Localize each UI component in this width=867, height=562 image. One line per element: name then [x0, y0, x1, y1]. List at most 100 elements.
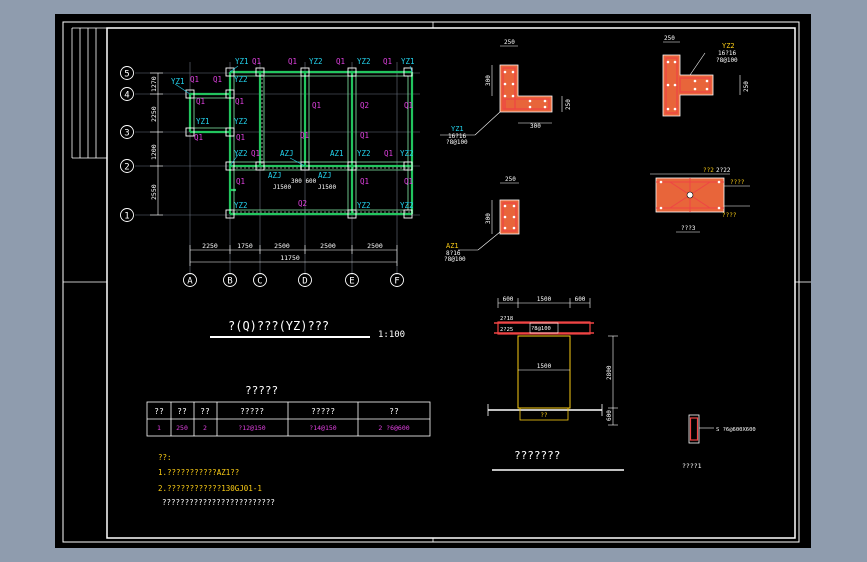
tag-q1-g: Q1: [196, 97, 205, 106]
tag-q1-o: Q1: [251, 149, 260, 158]
doorway-height: 2800: [606, 365, 613, 380]
doorway-lintel-stirrup: ?8@100: [531, 326, 551, 332]
yz1-tag: YZ1: [451, 125, 464, 133]
table-header-1: ??: [177, 407, 187, 416]
tag-azj: AZJ: [280, 149, 294, 158]
tag-q1-h: Q1: [235, 97, 244, 106]
detail-wall-section: ??2 2?22 ???? ???? ???3: [650, 167, 750, 233]
notes-line-2: 2.????????????130GJ01-1: [158, 484, 262, 493]
axis-col-2: C: [257, 277, 262, 287]
table-title: ?????: [245, 384, 278, 397]
small-detail-note: S ?6@600X600: [716, 427, 756, 433]
tag-q2-a: Q2: [360, 101, 369, 110]
doorway-floor-label: ??: [540, 412, 548, 419]
wall-section-label: ??2: [703, 167, 714, 174]
wall-section-top-note: 2?22: [716, 167, 731, 174]
table-cell-3: ?12@150: [238, 424, 265, 432]
detail-yz2: 250 250 YZ2 16?16 ?8@100: [662, 35, 750, 117]
az1-dim-top: 250: [505, 176, 516, 183]
table-cell-1: 250: [176, 424, 188, 432]
wall-section-bottom-note: ????: [722, 212, 737, 219]
axis-col-4: E: [349, 277, 354, 287]
notes-line-1: 1.???????????AZ1??: [158, 468, 239, 477]
dim-bottom-1: 1750: [237, 242, 253, 250]
doorway-caption: ???????: [514, 449, 560, 462]
tag-q2-b: Q2: [298, 199, 307, 208]
tag-q1-b: Q1: [288, 57, 297, 66]
doorway-dim-top-left: 600: [503, 296, 514, 303]
table-header-2: ??: [200, 407, 210, 416]
plan-dims-bottom: [189, 245, 398, 266]
binding-strip: [71, 27, 107, 159]
table-header-5: ??: [389, 407, 399, 416]
yz2-dim-top: 250: [664, 35, 675, 42]
axis-row-bubbles: [120, 66, 134, 222]
axis-col-bubbles: [183, 273, 404, 287]
floor-plan: YZ1 Q1 Q1 YZ2 Q1 YZ2 Q1 YZ1 YZ1 Q1 Q1 YZ…: [120, 57, 420, 340]
doorway-lintel-top: 2?18: [500, 316, 513, 322]
axis-col-0: A: [187, 277, 193, 287]
tag-q1-r: Q1: [360, 177, 369, 186]
yz2-stirrup: ?8@100: [716, 57, 738, 64]
tag-az1: AZ1: [330, 149, 344, 158]
dim-left-2: 1200: [150, 144, 158, 160]
opening-dim-c: J1500: [318, 184, 336, 191]
table-cell-2: 2: [203, 424, 207, 432]
axis-row-3: 2: [124, 163, 129, 173]
wall-section-caption: ???3: [681, 225, 696, 232]
tag-yz2-g: YZ2: [400, 149, 414, 158]
tag-q1-f: Q1: [213, 75, 222, 84]
tag-azj-c: AZJ: [318, 171, 332, 180]
table-cell-5: 2 ?6@600: [378, 424, 409, 432]
detail-doorway: 600 1500 600 2?18 2?25 ?8@100 1500 ??: [487, 296, 624, 471]
small-detail-caption: ????1: [682, 462, 702, 470]
az1-stirrup: ?8@100: [444, 256, 466, 263]
axis-row-1: 4: [124, 91, 129, 101]
opening-dim-a: J1500: [273, 184, 291, 191]
tag-yz1-d: YZ1: [196, 117, 210, 126]
az1-dim-left: 300: [485, 213, 492, 224]
notes-line-3: ?????????????????????????: [162, 498, 275, 507]
detail-yz1: 250 300 250 300 YZ1 16?16 ?8@100: [440, 39, 572, 146]
yz2-rebar: 16?16: [718, 50, 736, 57]
axis-col-1: B: [227, 277, 232, 287]
dim-bottom-2: 2500: [274, 242, 290, 250]
tag-yz1-b: YZ1: [401, 57, 415, 66]
dim-bottom-0: 2250: [202, 242, 218, 250]
tag-yz2-a: YZ2: [309, 57, 323, 66]
tag-yz2-b: YZ2: [357, 57, 371, 66]
axis-col-5: F: [394, 277, 399, 287]
table-header-0: ??: [154, 407, 164, 416]
schedule-table: ????? ?? ?? ?? ????? ????? ?? 1 250 2 ?1…: [146, 384, 431, 437]
tag-q1-s: Q1: [404, 177, 413, 186]
tag-q1-p: Q1: [384, 149, 393, 158]
table-cell-0: 1: [157, 424, 161, 432]
tag-q1-a: Q1: [252, 57, 261, 66]
axis-row-0: 5: [124, 70, 129, 80]
yz1-dim-top: 250: [504, 39, 515, 46]
dim-left-0: 1270: [150, 76, 158, 92]
axis-row-4: 1: [124, 212, 129, 222]
notes-heading: ??:: [158, 453, 172, 462]
plan-title: ?(Q)???(YZ)???: [228, 319, 329, 333]
tag-q1-i: Q1: [312, 101, 321, 110]
tag-q1-d: Q1: [383, 57, 392, 66]
yz1-dim-right: 250: [565, 99, 572, 110]
yz1-dim-bottom: 300: [530, 123, 541, 130]
detail-small: S ?6@600X600 ????1: [682, 414, 756, 470]
yz2-tag: YZ2: [722, 42, 735, 50]
tag-yz2-c: YZ2: [234, 75, 248, 84]
tag-yz2-i: YZ2: [357, 201, 371, 210]
table-cell-4: ?14@150: [309, 424, 336, 432]
notes: ??: 1.???????????AZ1?? 2.????????????130…: [158, 453, 275, 507]
axis-row-2: 3: [124, 129, 129, 139]
yz1-stirrup: ?8@100: [446, 139, 468, 146]
tag-q1-l: Q1: [194, 133, 203, 142]
table-header-4: ?????: [311, 407, 335, 416]
tag-yz1-c: YZ1: [171, 77, 185, 86]
table-header-3: ?????: [240, 407, 264, 416]
dim-total: 11750: [280, 254, 300, 262]
yz1-dim-left: 300: [485, 75, 492, 86]
tag-azj-b: AZJ: [268, 171, 282, 180]
